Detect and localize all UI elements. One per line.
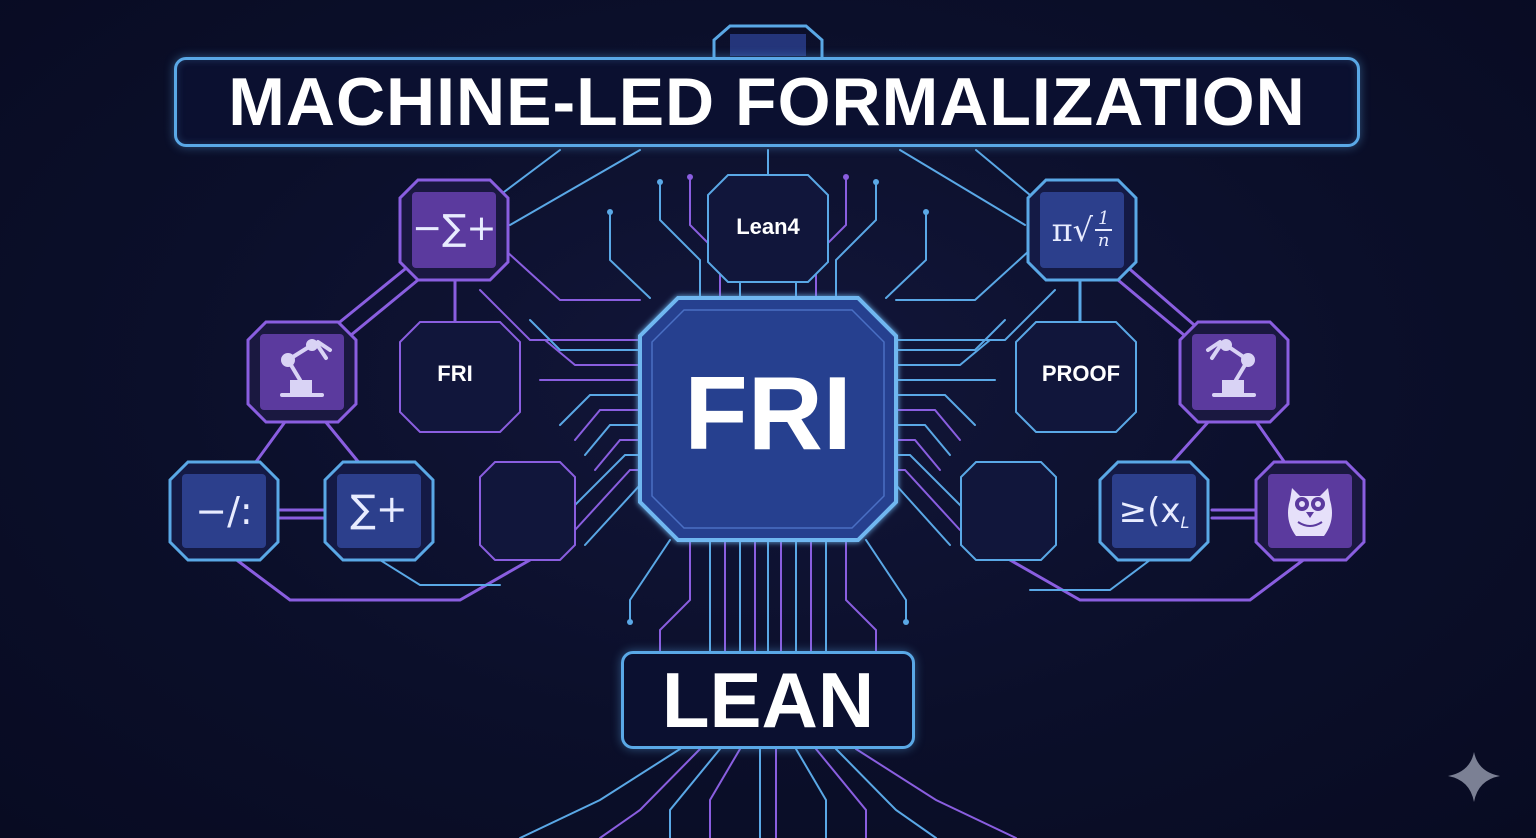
pi-sqrt-symbol: π√ [1051,211,1093,249]
chip-top-label: Lean4 [736,214,800,239]
chip-right-label: PROOF [1041,361,1121,386]
chip-right-outline [1015,321,1137,433]
sparkle-icon [1448,752,1500,802]
inequality-subscript: L [1180,513,1190,532]
sigma-symbol-icon: ∑+ [350,487,408,531]
node-sum-top-left [398,178,510,282]
chip-left-lower-outline [479,461,576,561]
center-chip [638,296,898,542]
node-geq-right [1098,460,1210,562]
node-ops-left [168,460,280,562]
fraction-numerator: 1 [1094,209,1113,231]
lean-label: LEAN [661,655,875,744]
chip-left-outline [399,321,521,433]
node-robot-right [1178,320,1290,424]
robot-arm-icon [280,339,332,397]
operators-icon: −/: [195,489,253,533]
center-chip-label: FRI [684,356,852,472]
chip-right-lower-outline [960,461,1057,561]
chip-left-label: FRI [437,361,473,386]
chip-top-outline [707,174,829,283]
title-banner: MACHINE-LED FORMALIZATION [174,57,1360,147]
fraction-denominator: n [1097,230,1110,251]
pi-sqrt-icon: π√ 1 n [1040,192,1124,268]
inequality-symbol: ≥(x [1118,491,1181,531]
node-pi-top-right [1026,178,1138,282]
circuit-traces [228,24,1312,838]
diagram-title: MACHINE-LED FORMALIZATION [228,64,1306,140]
sigma-symbol-icon: −∑+ [412,208,497,249]
owl-icon [1288,488,1332,536]
lean-banner: LEAN [621,651,915,749]
inequality-icon: ≥(x L [1112,474,1196,548]
node-robot-left [246,320,358,424]
robot-arm-icon [1206,339,1256,397]
node-sum-left [323,460,435,562]
